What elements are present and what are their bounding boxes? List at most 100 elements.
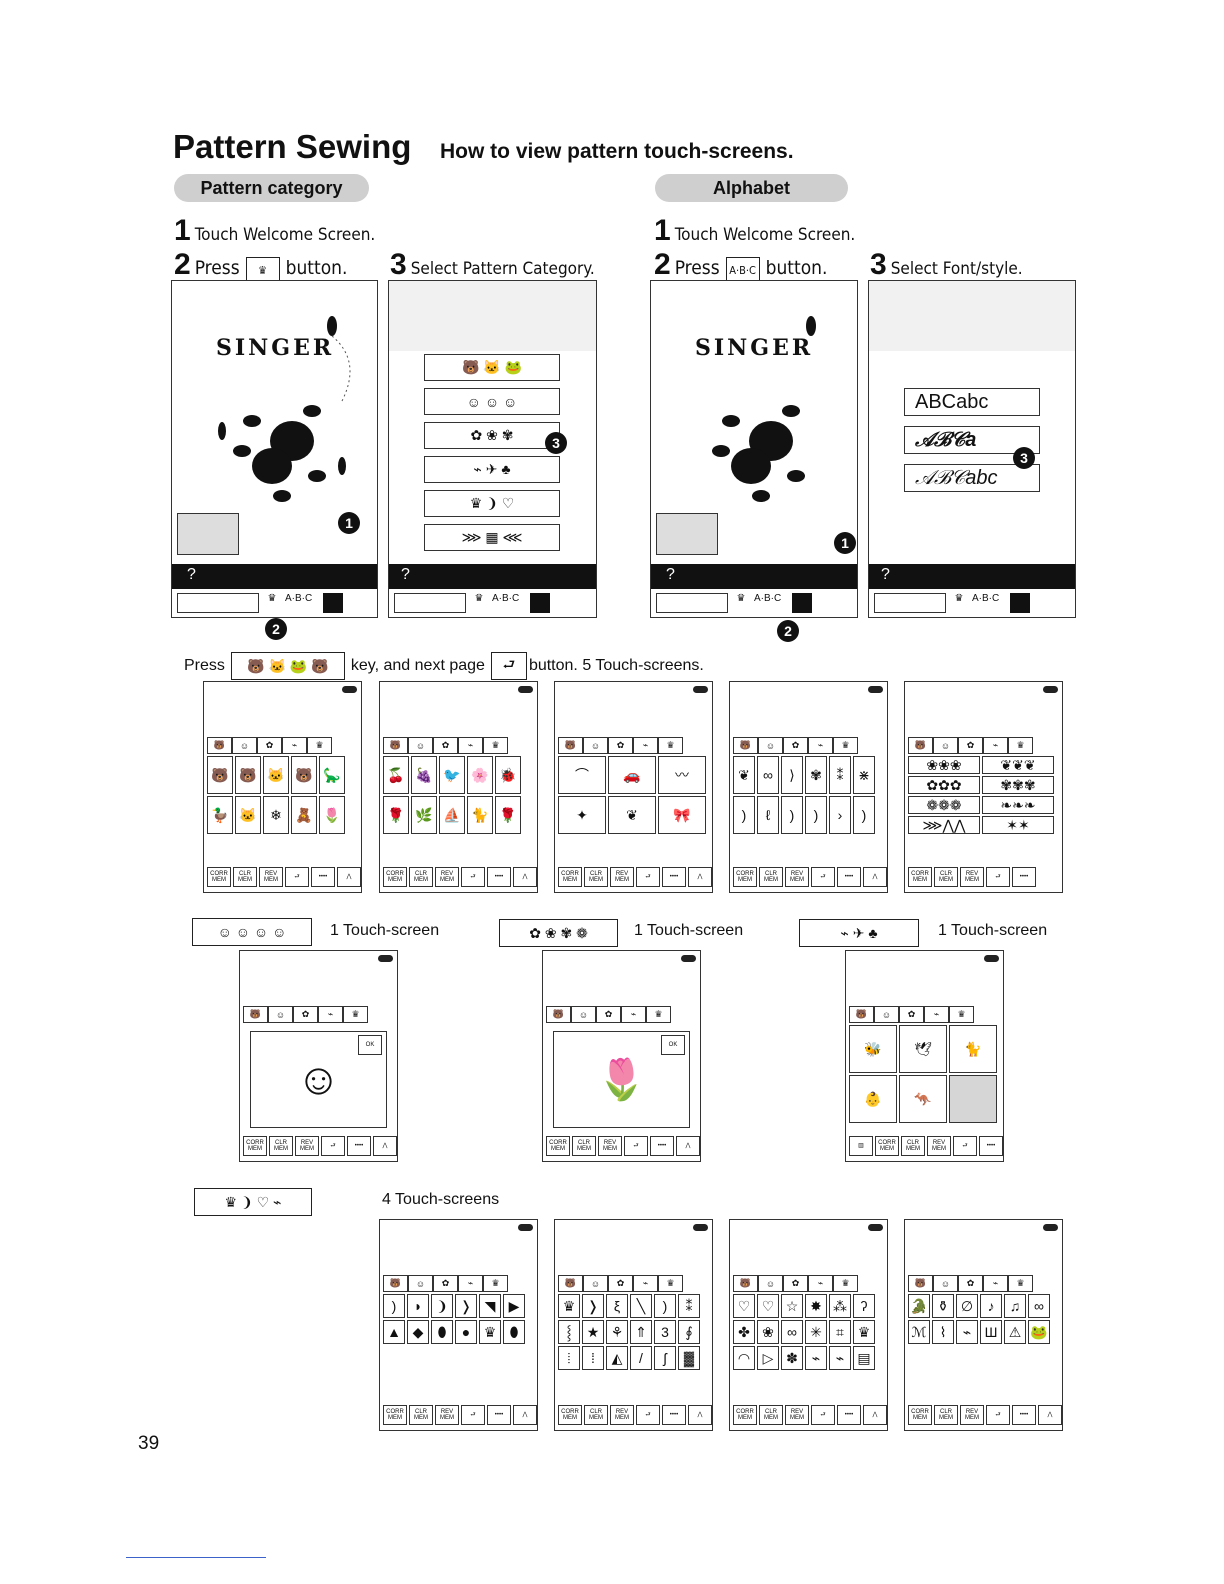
pattern-cell[interactable]: ◆ xyxy=(407,1320,429,1344)
arrow-up-icon[interactable]: ⋀ xyxy=(373,1136,397,1156)
pattern-cell[interactable]: ❦ xyxy=(733,756,755,794)
corr-mem-button[interactable]: CORR MEM xyxy=(908,867,932,887)
tab-icon[interactable]: ⌁ xyxy=(621,1006,646,1023)
tab-icon[interactable]: ✿ xyxy=(608,737,633,754)
pattern-cell[interactable]: ) xyxy=(654,1294,676,1318)
abc-key[interactable]: A·B·C xyxy=(285,593,313,604)
arrow-up-icon[interactable]: ⋀ xyxy=(513,1405,537,1425)
pattern-cell[interactable]: ⁞ xyxy=(582,1346,604,1370)
tab-icon[interactable]: ♛ xyxy=(833,1275,858,1292)
mem-button[interactable]: ⮐ xyxy=(986,867,1010,887)
dots-icon[interactable]: •••• xyxy=(1012,1405,1036,1425)
clr-mem-button[interactable]: CLR MEM xyxy=(934,1405,958,1425)
pattern-cell[interactable]: ⁂ xyxy=(829,1294,851,1318)
pattern-cell[interactable]: ✳ xyxy=(805,1320,827,1344)
pattern-cell[interactable]: 🦕 xyxy=(319,756,345,794)
pattern-cell[interactable]: ⇑ xyxy=(630,1320,652,1344)
rev-mem-button[interactable]: REV MEM xyxy=(435,867,459,887)
rev-mem-button[interactable]: REV MEM xyxy=(785,867,809,887)
pattern-cell[interactable]: 🧸 xyxy=(291,796,317,834)
pattern-cell[interactable]: ✽ xyxy=(781,1346,803,1370)
arrow-up-icon[interactable]: ⋀ xyxy=(337,867,361,887)
tab-icon[interactable]: ✿ xyxy=(433,737,458,754)
pattern-cell[interactable]: 🐈 xyxy=(467,796,493,834)
pattern-cell[interactable]: 🐱 xyxy=(263,756,289,794)
tab-icon[interactable]: ✿ xyxy=(596,1006,621,1023)
arrow-up-icon[interactable]: ⋀ xyxy=(688,1405,712,1425)
pattern-cell[interactable]: ♪ xyxy=(980,1294,1002,1318)
mem-button[interactable]: ⮐ xyxy=(461,867,485,887)
rev-mem-button[interactable]: REV MEM xyxy=(927,1136,951,1156)
corr-mem-button[interactable]: CORR MEM xyxy=(558,1405,582,1425)
dots-icon[interactable]: •••• xyxy=(979,1136,1003,1156)
rev-mem-button[interactable]: REV MEM xyxy=(610,867,634,887)
mem-button[interactable]: ⮐ xyxy=(321,1136,345,1156)
rev-mem-button[interactable]: REV MEM xyxy=(785,1405,809,1425)
pattern-cell[interactable]: ❦❦❦ xyxy=(982,756,1054,774)
category-flowers[interactable]: ✿ ❀ ✾ xyxy=(424,422,560,449)
tab-icon[interactable]: ☺ xyxy=(232,737,257,754)
ok-button[interactable]: OK xyxy=(358,1035,382,1055)
pattern-cell[interactable]: 🐈 xyxy=(949,1025,997,1073)
pattern-cell[interactable]: ∞ xyxy=(781,1320,803,1344)
pattern-cell[interactable]: ✿✿✿ xyxy=(908,776,980,794)
pattern-cell[interactable]: ʔ xyxy=(853,1294,875,1318)
pattern-cell[interactable]: ⁑ xyxy=(829,756,851,794)
mem-button[interactable]: ⮐ xyxy=(986,1405,1010,1425)
arrow-up-icon[interactable]: ⋀ xyxy=(513,867,537,887)
pattern-cell[interactable]: ♡ xyxy=(757,1294,779,1318)
rev-mem-button[interactable]: REV MEM xyxy=(259,867,283,887)
pattern-cell[interactable]: 🐱 xyxy=(235,796,261,834)
tab-icon[interactable]: ☺ xyxy=(408,1275,433,1292)
tab-icon[interactable]: ☺ xyxy=(571,1006,596,1023)
tab-icon[interactable]: 🐻 xyxy=(558,1275,583,1292)
pattern-key-icon[interactable]: ♛ xyxy=(954,593,964,604)
tab-icon[interactable]: ⌁ xyxy=(458,737,483,754)
pattern-cell[interactable]: ♫ xyxy=(1004,1294,1026,1318)
dots-icon[interactable]: •••• xyxy=(837,867,861,887)
sewing-mode-icon[interactable] xyxy=(530,593,550,613)
mem-button[interactable]: ⮐ xyxy=(285,867,309,887)
tab-icon[interactable]: 🐻 xyxy=(849,1006,874,1023)
clr-mem-button[interactable]: CLR MEM xyxy=(759,1405,783,1425)
pattern-cell[interactable]: 🐞 xyxy=(495,756,521,794)
slider-icon[interactable] xyxy=(394,593,466,613)
pattern-key-icon[interactable]: ♛ xyxy=(267,593,277,604)
tab-icon[interactable]: ☺ xyxy=(758,1275,783,1292)
pattern-cell[interactable]: ★ xyxy=(582,1320,604,1344)
clr-mem-button[interactable]: CLR MEM xyxy=(934,867,958,887)
rev-mem-button[interactable]: REV MEM xyxy=(598,1136,622,1156)
pattern-cell[interactable]: 🐻 xyxy=(291,756,317,794)
pattern-cell[interactable]: ) xyxy=(805,796,827,834)
pattern-cell[interactable]: ◥ xyxy=(479,1294,501,1318)
tab-icon[interactable]: ⌁ xyxy=(808,1275,833,1292)
pattern-cell[interactable]: ξ xyxy=(606,1294,628,1318)
pattern-cell[interactable]: 🐸 xyxy=(1028,1320,1050,1344)
abc-key[interactable]: A·B·C xyxy=(754,593,782,604)
pattern-cell[interactable]: ╲ xyxy=(630,1294,652,1318)
pattern-cell[interactable]: 3 xyxy=(654,1320,676,1344)
pattern-cell[interactable]: ♡ xyxy=(733,1294,755,1318)
corr-mem-button[interactable]: CORR MEM xyxy=(383,1405,407,1425)
tab-icon[interactable]: ⌁ xyxy=(633,1275,658,1292)
ok-button[interactable]: OK xyxy=(661,1035,685,1055)
pattern-cell[interactable]: ❁❁❁ xyxy=(908,796,980,814)
pattern-cell[interactable]: 🌸 xyxy=(467,756,493,794)
tab-icon[interactable]: ⌁ xyxy=(633,737,658,754)
tab-icon[interactable]: ♛ xyxy=(833,737,858,754)
pattern-cell[interactable]: ∞ xyxy=(1028,1294,1050,1318)
tab-icon[interactable]: ☺ xyxy=(933,1275,958,1292)
mem-button[interactable]: ⮐ xyxy=(636,867,660,887)
tab-icon[interactable]: ✿ xyxy=(608,1275,633,1292)
pattern-cell[interactable]: 🕊 xyxy=(899,1025,947,1073)
pattern-cell[interactable]: ⁑ xyxy=(678,1294,700,1318)
tab-icon[interactable]: ♛ xyxy=(483,737,508,754)
corr-mem-button[interactable]: CORR MEM xyxy=(207,867,231,887)
pattern-cell[interactable]: ⌒ xyxy=(558,756,606,794)
rev-mem-button[interactable]: REV MEM xyxy=(435,1405,459,1425)
pattern-cell[interactable]: 🦘 xyxy=(899,1075,947,1123)
pattern-cell[interactable]: ♛ xyxy=(558,1294,580,1318)
pattern-cell[interactable]: 🐝 xyxy=(849,1025,897,1073)
tab-icon[interactable]: ☺ xyxy=(874,1006,899,1023)
slider-icon[interactable] xyxy=(656,593,728,613)
